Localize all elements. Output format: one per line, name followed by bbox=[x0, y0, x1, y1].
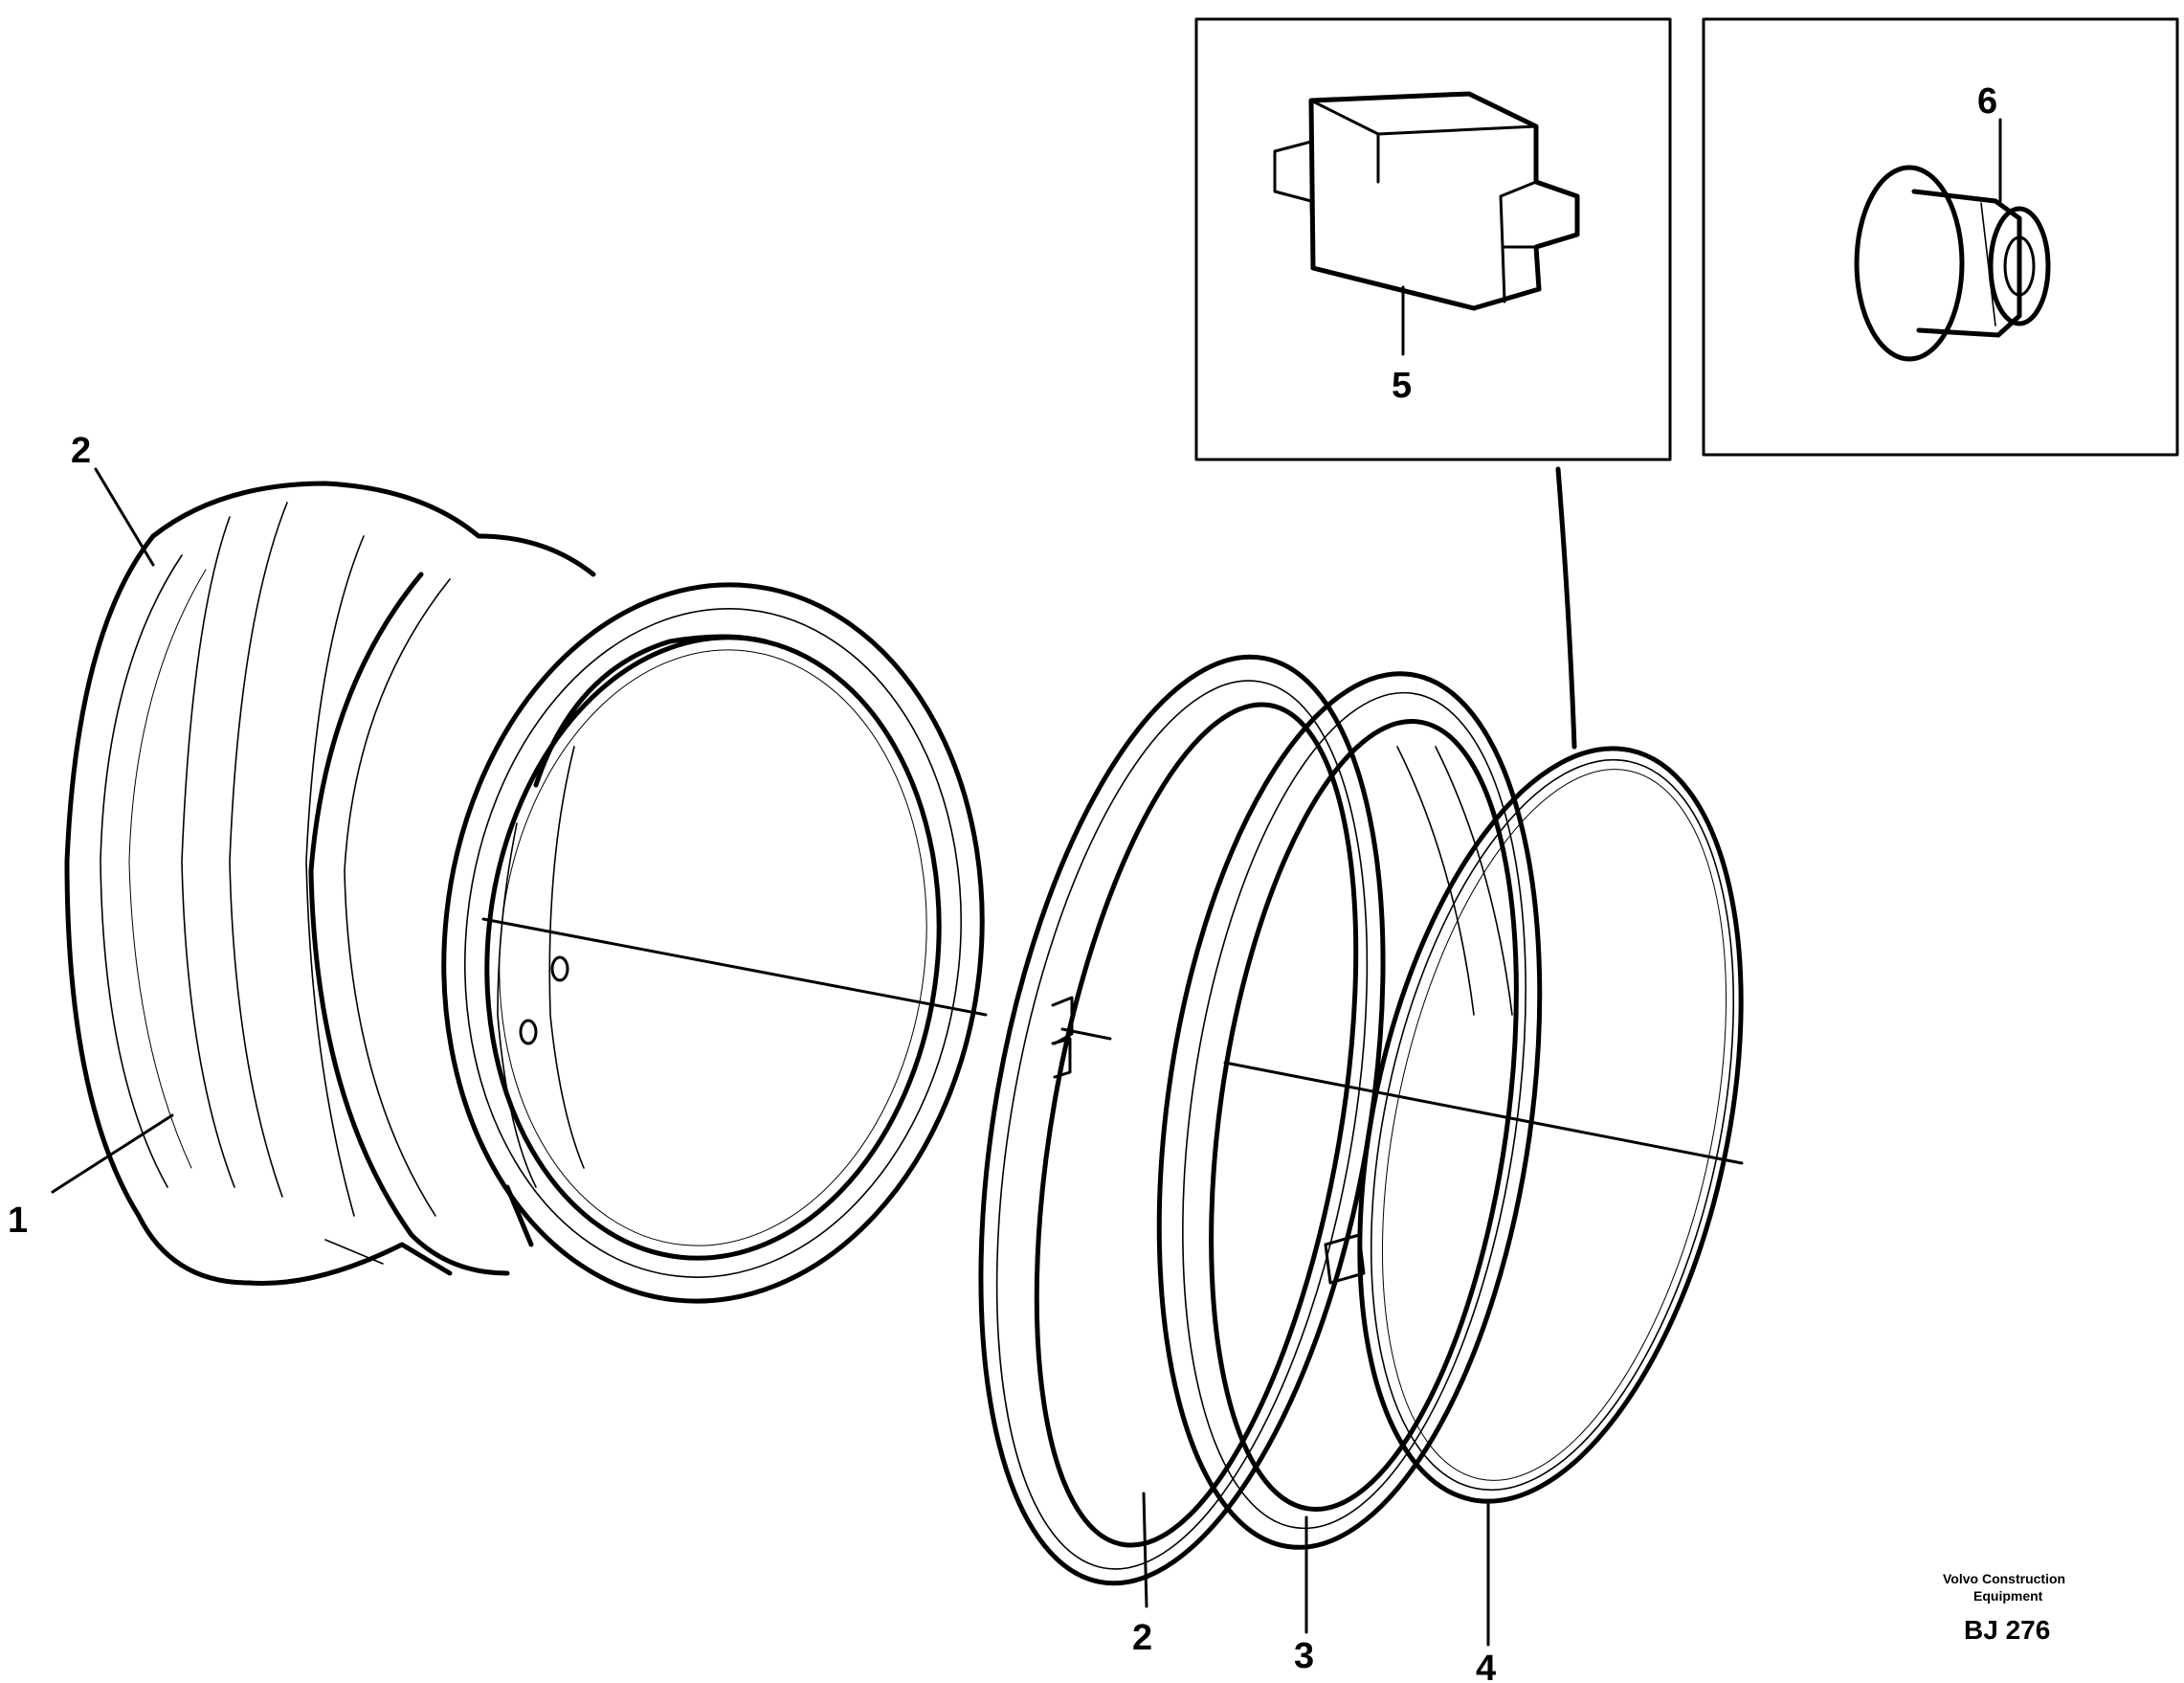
reference-code: BJ 276 bbox=[1964, 1615, 2050, 1645]
flange-ring-right bbox=[978, 654, 1386, 1586]
brand-line-1: Volvo Construction bbox=[1943, 1571, 2065, 1586]
label-5: 5 bbox=[1392, 366, 1412, 406]
lock-ring bbox=[1324, 746, 1744, 1504]
assembly-axis-line bbox=[481, 917, 988, 1017]
leader-1 bbox=[51, 1113, 174, 1194]
nut-part-drawing bbox=[1854, 118, 2051, 362]
key-leader-line bbox=[1555, 466, 1577, 750]
label-3: 3 bbox=[1294, 1636, 1314, 1676]
brand-line-2: Equipment bbox=[1973, 1588, 2043, 1604]
label-6: 6 bbox=[1977, 81, 1997, 122]
leader-2-right bbox=[1142, 1492, 1148, 1608]
leader-2-left bbox=[94, 467, 155, 567]
label-2-right: 2 bbox=[1132, 1618, 1152, 1658]
inset-nut-box: 6 bbox=[1702, 17, 2179, 457]
seat-ring bbox=[1156, 671, 1543, 1550]
label-1: 1 bbox=[8, 1201, 28, 1241]
inset-key-box: 5 bbox=[1194, 17, 1672, 461]
rim-assembly bbox=[64, 481, 985, 1304]
key-part-drawing bbox=[1273, 91, 1580, 356]
label-4: 4 bbox=[1476, 1649, 1496, 1683]
label-2-left: 2 bbox=[71, 431, 91, 471]
